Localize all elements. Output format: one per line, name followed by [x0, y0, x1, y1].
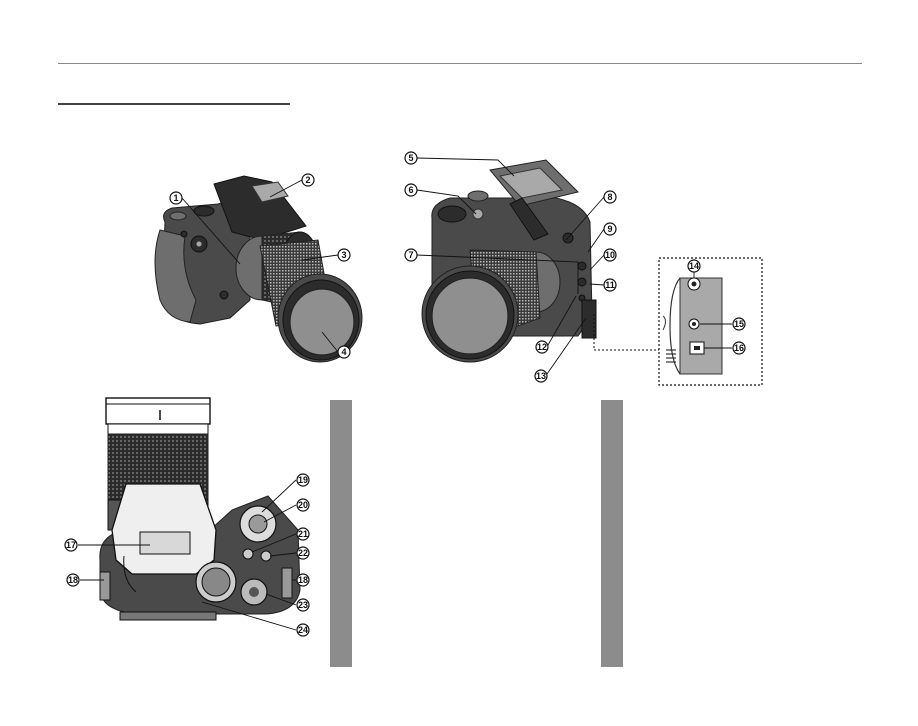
camera-top-view	[78, 397, 301, 631]
svg-text:24: 24	[298, 625, 308, 635]
callout-13: 13	[534, 369, 548, 383]
callout-19: 19	[296, 473, 310, 487]
left-sidebar-bar	[330, 400, 352, 667]
svg-text:9: 9	[607, 224, 612, 234]
svg-text:17: 17	[66, 540, 76, 550]
svg-text:12: 12	[537, 342, 547, 352]
callout-14: 14	[687, 259, 701, 273]
svg-text:7: 7	[408, 250, 413, 260]
svg-text:22: 22	[298, 548, 308, 558]
callout-18-right: 18	[296, 573, 310, 587]
svg-text:16: 16	[734, 343, 744, 353]
svg-text:13: 13	[536, 371, 546, 381]
callout-1: 1	[169, 191, 183, 205]
callout-4: 4	[337, 345, 351, 359]
connector-inset	[593, 257, 763, 386]
svg-text:14: 14	[689, 261, 699, 271]
svg-text:2: 2	[305, 175, 310, 185]
hot-shoe	[251, 181, 289, 203]
camera-grip	[154, 229, 197, 323]
svg-text:4: 4	[341, 347, 346, 357]
callout-6: 6	[404, 183, 418, 197]
lens-barrel	[235, 231, 363, 363]
top-rule	[58, 63, 862, 64]
svg-text:10: 10	[605, 250, 615, 260]
callout-1-label: 1	[173, 193, 178, 203]
callout-11: 11	[603, 278, 617, 292]
svg-text:8: 8	[607, 192, 612, 202]
callout-21: 21	[296, 527, 310, 541]
svg-text:18: 18	[68, 575, 78, 585]
svg-text:18: 18	[298, 575, 308, 585]
callout-24: 24	[296, 623, 310, 637]
svg-text:15: 15	[734, 319, 744, 329]
shutter-dial	[169, 211, 187, 221]
svg-text:19: 19	[298, 475, 308, 485]
camera-flash-view	[416, 157, 605, 375]
callout-18-left: 18	[66, 573, 80, 587]
callout-2: 2	[301, 173, 315, 187]
callout-15: 15	[732, 317, 746, 331]
svg-text:6: 6	[408, 185, 413, 195]
svg-text:20: 20	[298, 500, 308, 510]
svg-text:3: 3	[341, 250, 346, 260]
right-sidebar-bar	[601, 400, 623, 667]
section-title-underline	[58, 103, 290, 105]
callout-17: 17	[64, 538, 78, 552]
callout-5: 5	[404, 151, 418, 165]
callout-16: 16	[732, 341, 746, 355]
callout-12: 12	[535, 340, 549, 354]
callout-3: 3	[337, 248, 351, 262]
svg-text:5: 5	[408, 153, 413, 163]
camera-front-view	[154, 175, 363, 363]
viewfinder-hump	[213, 175, 307, 241]
callout-20: 20	[296, 498, 310, 512]
callout-23: 23	[296, 598, 310, 612]
callout-10: 10	[603, 248, 617, 262]
callout-7: 7	[404, 248, 418, 262]
callout-9: 9	[603, 222, 617, 236]
callout-22: 22	[296, 546, 310, 560]
svg-text:11: 11	[605, 280, 615, 290]
lens-glass-front	[289, 288, 355, 356]
flash-arm	[509, 197, 549, 241]
svg-text:23: 23	[298, 600, 308, 610]
callout-8: 8	[603, 190, 617, 204]
svg-text:21: 21	[298, 529, 308, 539]
lens-glass-rear-view	[431, 277, 509, 355]
